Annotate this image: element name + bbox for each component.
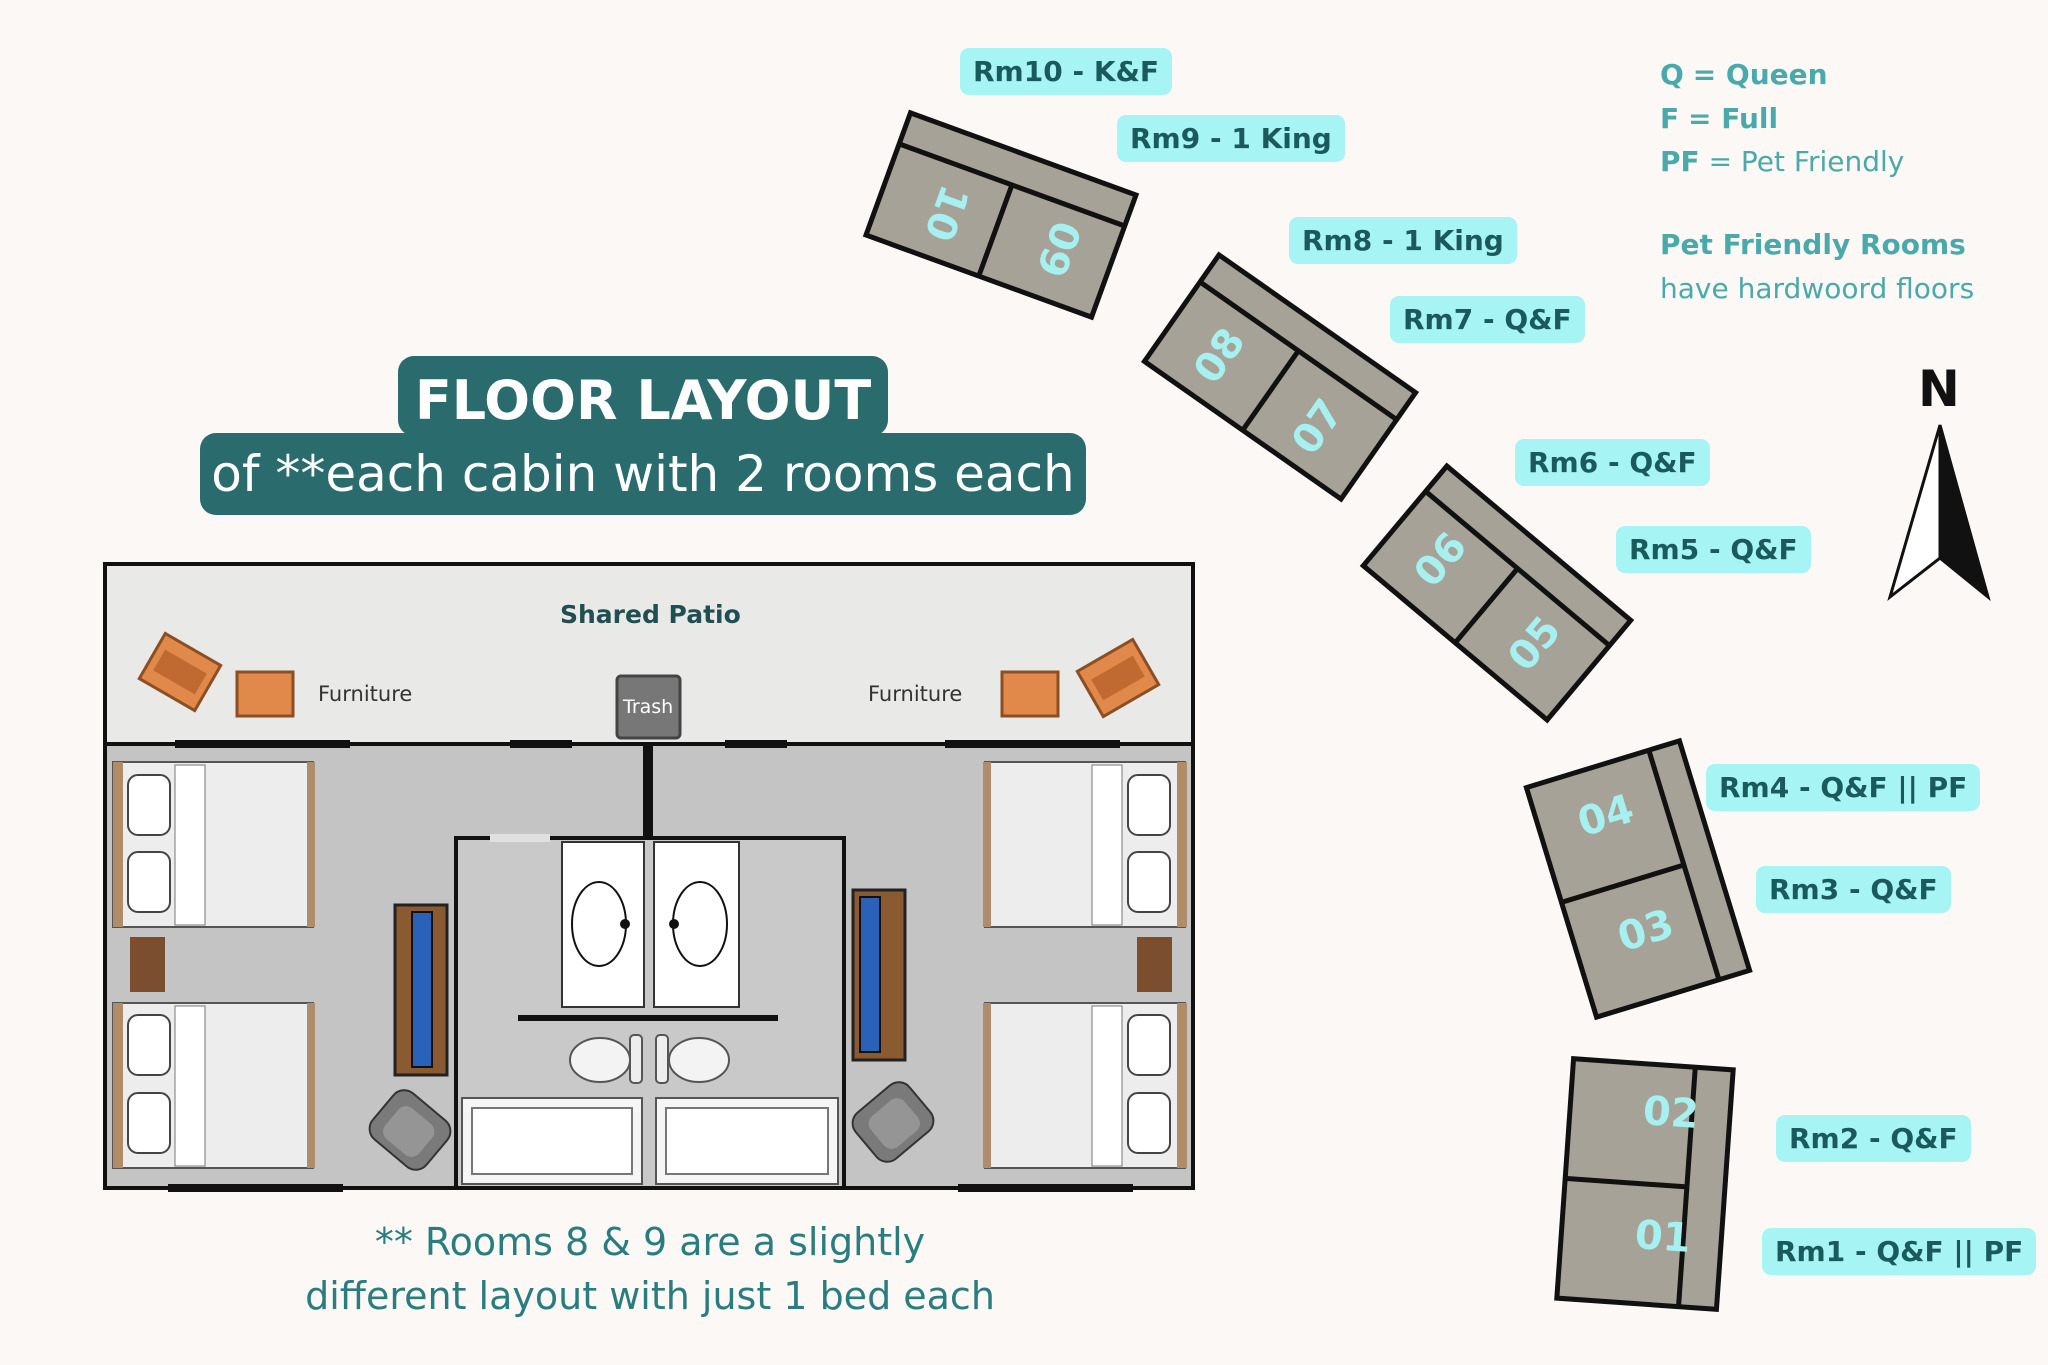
legend-full: F = Full xyxy=(1660,102,1779,135)
patio-chair-2 xyxy=(1075,637,1161,719)
cabin-02-01 xyxy=(1554,1056,1736,1312)
cabin-10-09 xyxy=(862,109,1140,321)
north-arrow-icon xyxy=(1887,424,1991,602)
patio-table-left xyxy=(235,670,295,718)
patio-table-right xyxy=(1000,670,1060,718)
bed-right-bottom xyxy=(983,1002,1187,1169)
trash-label: Trash xyxy=(623,696,674,718)
room-label-2: Rm2 - Q&F xyxy=(1776,1115,1971,1162)
legend-pet-sub: have hardwoord floors xyxy=(1660,272,1975,305)
footnote-line-2: different layout with just 1 bed each xyxy=(305,1274,995,1318)
cabin-08-07 xyxy=(1140,251,1420,503)
bed-left-top xyxy=(112,761,315,928)
trash-bin xyxy=(615,674,682,740)
tv-dresser-left xyxy=(393,903,449,1077)
title-subtitle: of **each cabin with 2 rooms each xyxy=(200,433,1086,515)
armchair-right xyxy=(851,1081,935,1163)
legend-queen: Q = Queen xyxy=(1660,58,1828,91)
room-label-9: Rm9 - 1 King xyxy=(1117,115,1345,162)
armchair-left xyxy=(368,1089,452,1171)
cabin-06-05 xyxy=(1359,462,1635,724)
tv-dresser-right xyxy=(851,888,907,1062)
room-label-1: Rm1 - Q&F || PF xyxy=(1762,1228,2037,1275)
room-label-3: Rm3 - Q&F xyxy=(1756,866,1951,913)
legend-pet-title: Pet Friendly Rooms xyxy=(1660,228,1966,261)
room-label-8: Rm8 - 1 King xyxy=(1289,217,1517,264)
furniture-label-right: Furniture xyxy=(868,682,963,706)
cabin-number-02: 02 xyxy=(1641,1088,1701,1138)
nightstand-left xyxy=(130,937,165,992)
cabin-number-01: 01 xyxy=(1633,1212,1693,1262)
cabin-04-03 xyxy=(1523,737,1753,1021)
furniture-label-left: Furniture xyxy=(318,682,413,706)
bed-right-top xyxy=(983,761,1187,928)
room-label-4: Rm4 - Q&F || PF xyxy=(1706,764,1981,811)
room-label-6: Rm6 - Q&F xyxy=(1515,439,1710,486)
room-label-7: Rm7 - Q&F xyxy=(1390,296,1585,343)
patio-label: Shared Patio xyxy=(560,600,741,629)
legend-pet-friendly: PF = Pet Friendly xyxy=(1660,145,1905,178)
room-label-5: Rm5 - Q&F xyxy=(1616,526,1811,573)
footnote: ** Rooms 8 & 9 are a slightly different … xyxy=(200,1215,1100,1323)
compass-north-label: N xyxy=(1918,360,1960,418)
footnote-line-1: ** Rooms 8 & 9 are a slightly xyxy=(374,1220,926,1264)
nightstand-right xyxy=(1137,937,1172,992)
bed-left-bottom xyxy=(112,1002,315,1169)
room-label-10: Rm10 - K&F xyxy=(960,48,1173,95)
patio-chair-1 xyxy=(137,631,223,713)
title-main: FLOOR LAYOUT xyxy=(398,356,888,436)
